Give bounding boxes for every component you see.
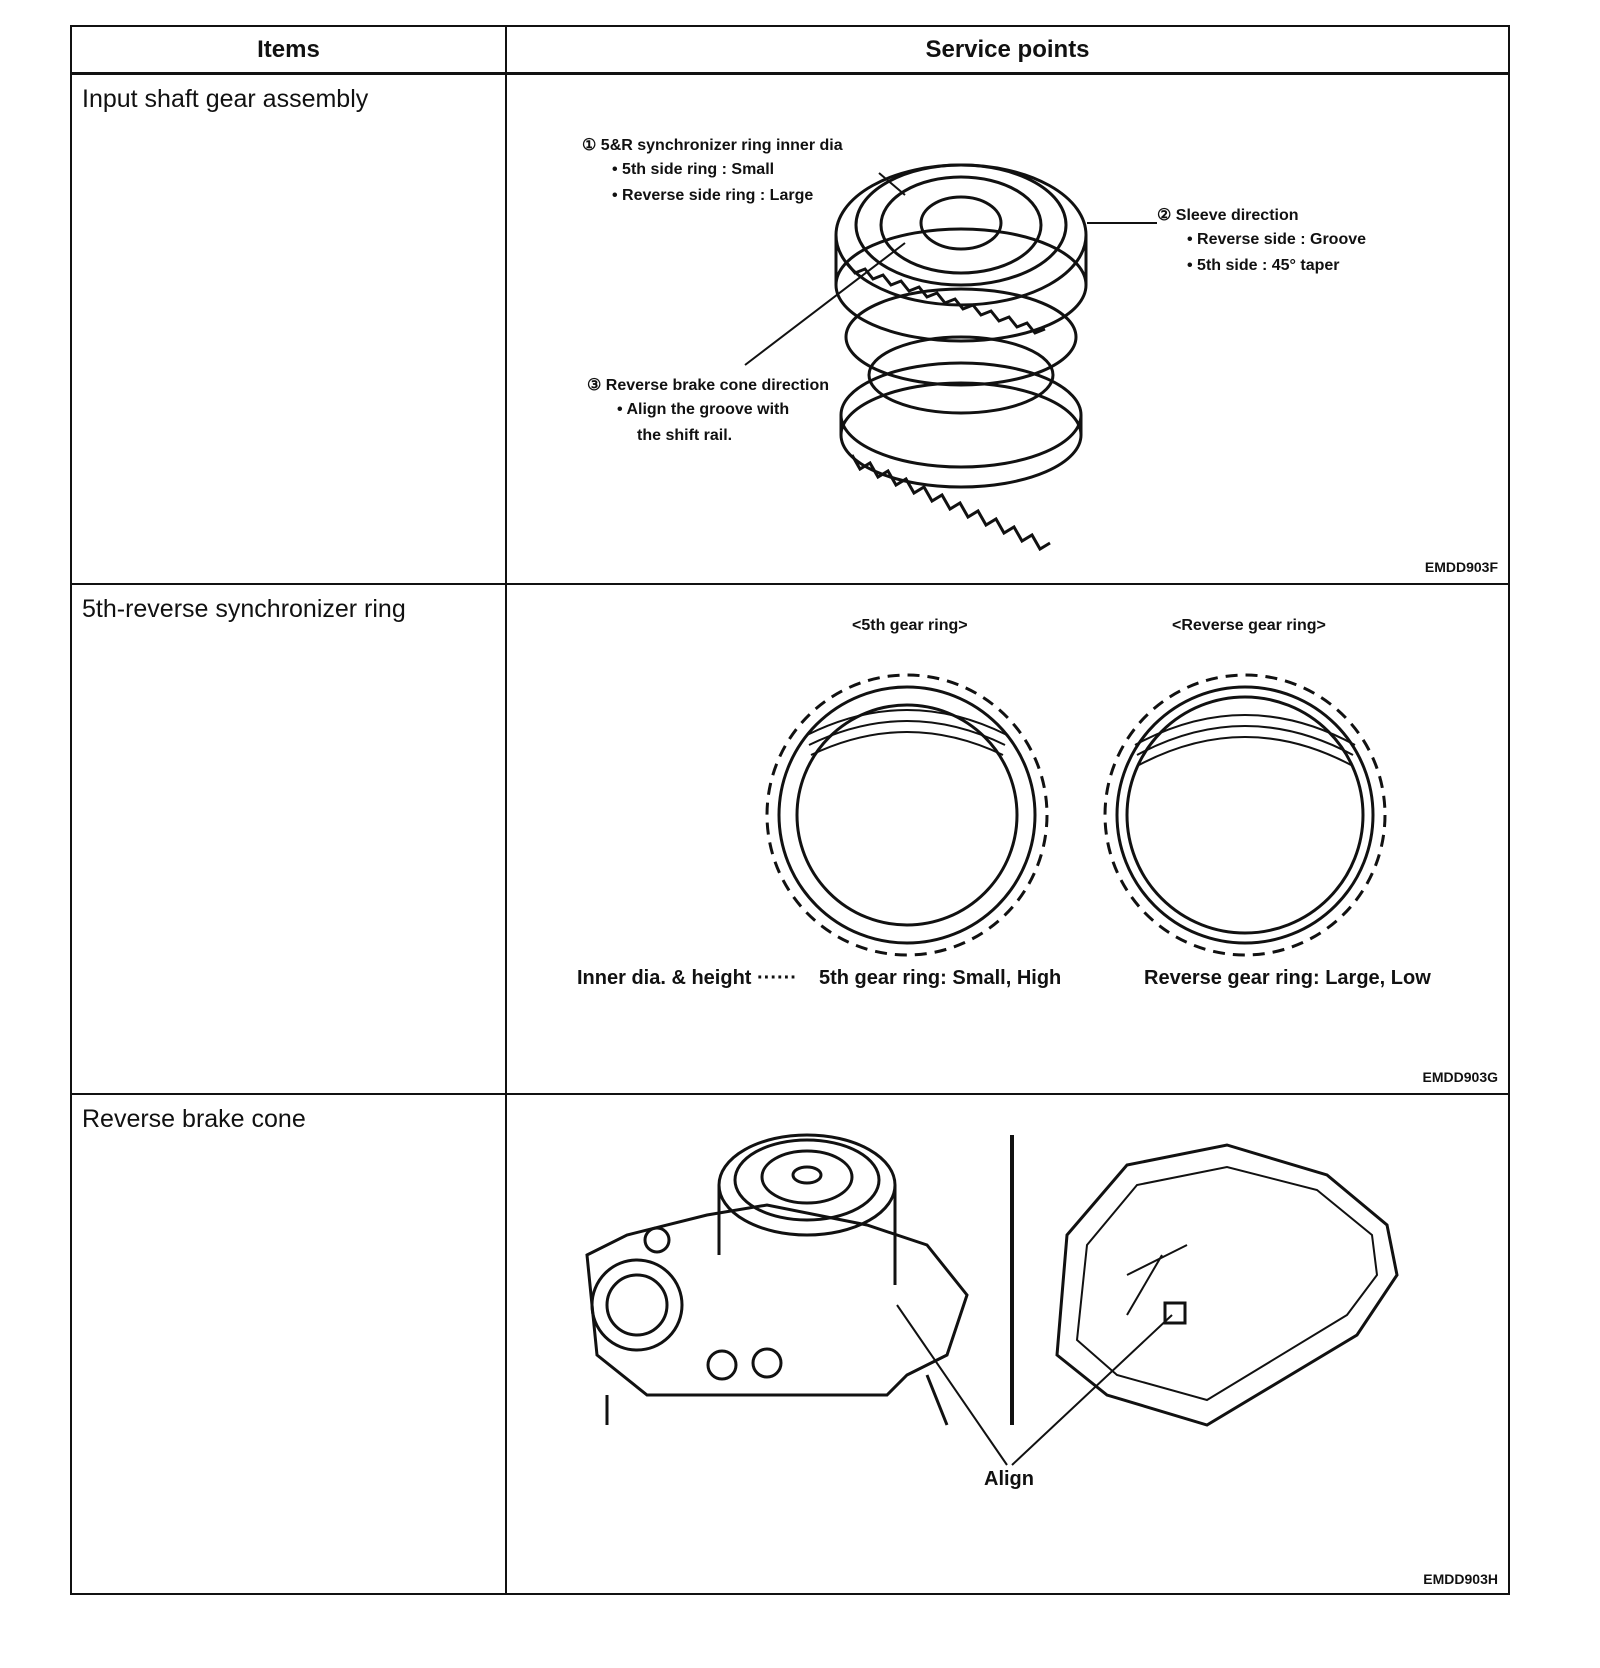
note-reverse-gear-ring: Reverse gear ring: Large, Low [1144,967,1431,989]
table-row-reverse-brake-cone: Reverse brake cone [72,1095,1508,1595]
service-table: Items Service points Input shaft gear as… [70,25,1510,1595]
table-row-input-shaft: Input shaft gear assembly [72,75,1508,585]
caption-reverse-gear-ring: <Reverse gear ring> [1172,617,1326,634]
synchronizer-ring-drawing [765,673,1387,957]
reverse-brake-cone-drawing [585,1133,1399,1466]
callout-1-bullet-2: • Reverse side ring : Large [612,187,814,204]
item-label: Reverse brake cone [82,1105,306,1133]
callout-1-bullet-1: • 5th side ring : Small [612,161,775,178]
note-5th-gear-ring: 5th gear ring: Small, High [819,967,1062,989]
column-divider [505,27,507,1593]
reverse-brake-cone-figure: Align EMDD903H [507,1095,1508,1595]
callout-2-title: ② Sleeve direction [1157,207,1299,224]
synchronizer-ring-figure: <5th gear ring> <Reverse gear ring> Inne… [507,585,1508,1093]
callout-2-bullet-1: • Reverse side : Groove [1187,231,1367,248]
figure-code: EMDD903F [1424,559,1498,575]
item-label: 5th-reverse synchronizer ring [82,595,406,623]
header-items: Items [257,36,320,63]
callout-2-bullet-2: • 5th side : 45° taper [1187,257,1340,274]
callout-3-bullet-2: the shift rail. [637,427,733,444]
callout-3-bullet-1: • Align the groove with [617,401,790,418]
table-header: Items Service points [72,27,1508,75]
figure-code: EMDD903H [1423,1571,1498,1587]
table-row-synchronizer-ring: 5th-reverse synchronizer ring [72,585,1508,1095]
callout-3-title: ③ Reverse brake cone direction [587,377,829,394]
input-shaft-figure: ① 5&R synchronizer ring inner dia • 5th … [507,75,1508,583]
callout-1-title: ① 5&R synchronizer ring inner dia [582,137,843,154]
align-label: Align [984,1468,1034,1490]
item-label: Input shaft gear assembly [82,85,369,113]
caption-5th-gear-ring: <5th gear ring> [852,617,968,634]
note-prefix: Inner dia. & height ······ [577,967,797,989]
header-service-points: Service points [925,36,1090,63]
input-shaft-drawing [744,163,1157,552]
figure-code: EMDD903G [1422,1069,1498,1085]
